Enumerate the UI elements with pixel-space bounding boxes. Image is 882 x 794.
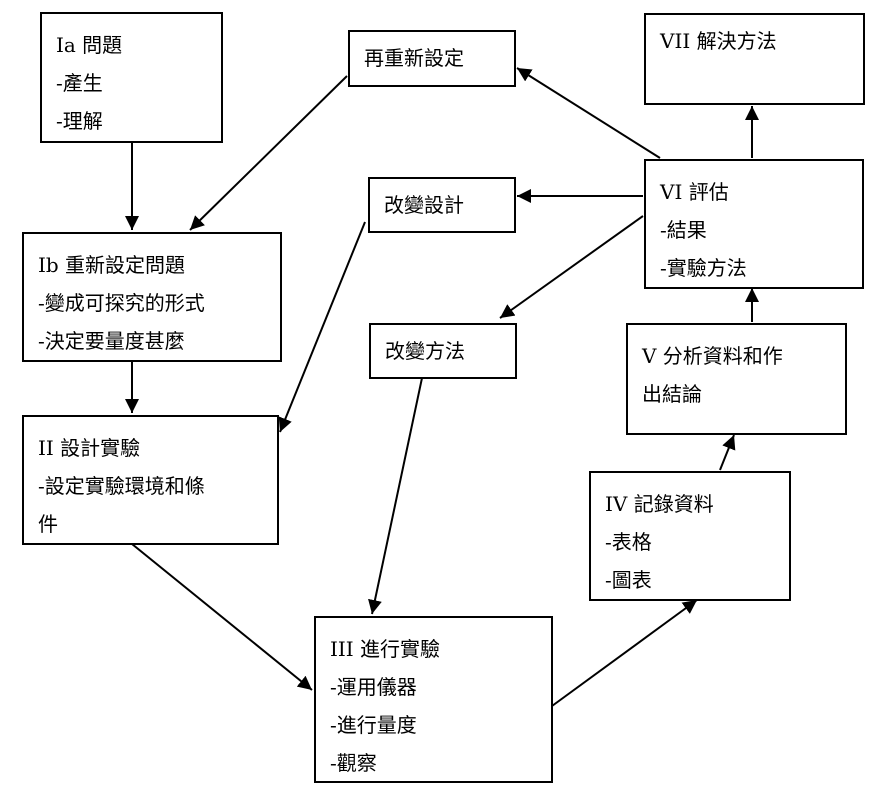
node-iii-item-3: -觀察 <box>330 751 377 775</box>
node-iii-item-2: -進行量度 <box>330 713 417 737</box>
node-vi-item-1: -結果 <box>660 218 707 242</box>
node-iv-title: IV 記錄資料 <box>605 492 714 516</box>
node-iv-item-2: -圖表 <box>605 568 652 592</box>
node-iii-conduct-experiment: III 進行實驗 -運用儀器 -進行量度 -觀察 <box>314 616 553 783</box>
node-ib-title: Ib 重新設定問題 <box>38 253 186 277</box>
node-ii-title: II 設計實驗 <box>38 436 141 460</box>
node-iv-item-1: -表格 <box>605 530 652 554</box>
arrow-ii-to-iii <box>131 543 313 691</box>
node-ii-item-1: -設定實驗環境和條 <box>38 474 205 498</box>
node-change-design: 改變設計 <box>368 177 516 233</box>
node-vii-title: VII 解決方法 <box>660 29 777 53</box>
node-vii-solution: VII 解決方法 <box>644 13 865 105</box>
node-change-method-label: 改變方法 <box>385 339 465 363</box>
node-ia-title: Ia 問題 <box>56 33 123 57</box>
arrow-vi-to-redefine <box>516 67 661 159</box>
node-v-title-cont: 出結論 <box>642 382 702 406</box>
node-v-title: V 分析資料和作 <box>642 344 783 368</box>
node-vi-title: VI 評估 <box>660 180 729 204</box>
node-iii-title: III 進行實驗 <box>330 637 441 661</box>
node-iv-record-data: IV 記錄資料 -表格 -圖表 <box>589 471 791 601</box>
node-iii-item-1: -運用儀器 <box>330 675 417 699</box>
arrow-iv-to-v <box>719 434 736 471</box>
node-ia-item-1: -產生 <box>56 71 103 95</box>
node-vi-evaluate: VI 評估 -結果 -實驗方法 <box>644 159 864 289</box>
arrow-iii-to-iv <box>551 599 698 707</box>
arrow-change-method-to-iii <box>368 377 423 615</box>
node-ib-redefine-problem: Ib 重新設定問題 -變成可探究的形式 -決定要量度甚麼 <box>22 232 282 362</box>
node-ii-design-experiment: II 設計實驗 -設定實驗環境和條 件 <box>22 415 279 545</box>
node-change-method: 改變方法 <box>369 323 517 379</box>
node-ib-item-2: -決定要量度甚麼 <box>38 329 185 353</box>
arrow-vi-to-change-method <box>499 215 644 319</box>
node-v-analyze-data: V 分析資料和作 出結論 <box>626 323 847 435</box>
node-change-design-label: 改變設計 <box>384 193 464 217</box>
node-vi-item-2: -實驗方法 <box>660 256 747 280</box>
node-ia-item-2: -理解 <box>56 109 103 133</box>
arrow-change-design-to-ii <box>278 221 366 433</box>
node-ia-problem: Ia 問題 -產生 -理解 <box>40 12 223 143</box>
node-ib-item-1: -變成可探究的形式 <box>38 291 205 315</box>
node-redefine-label: 再重新設定 <box>364 46 464 70</box>
node-redefine-again: 再重新設定 <box>348 30 516 87</box>
node-ii-item-1-cont: 件 <box>38 512 58 536</box>
